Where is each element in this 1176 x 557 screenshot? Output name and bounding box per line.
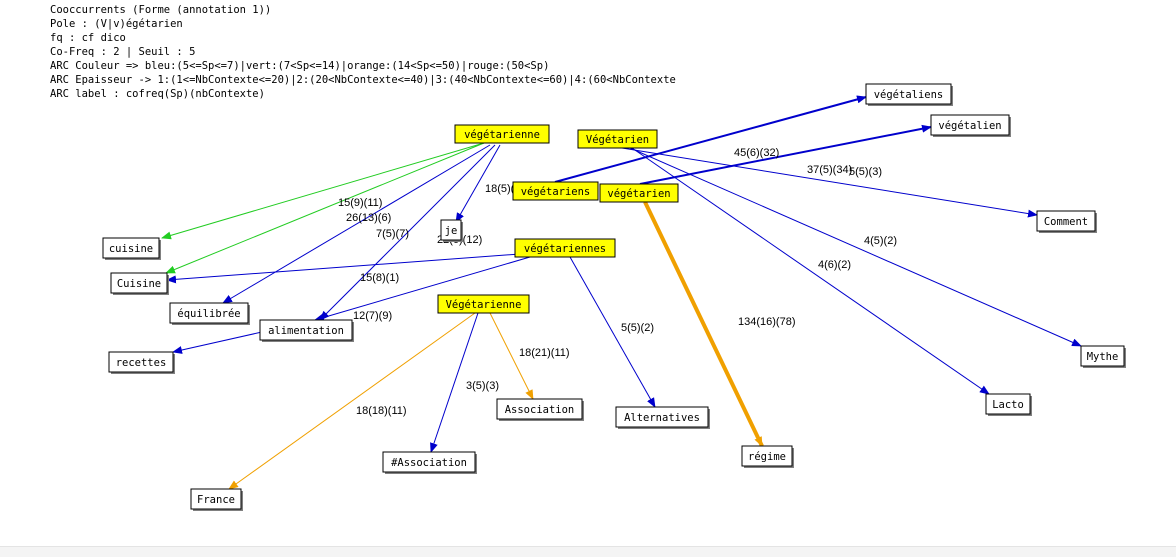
edge-label: 134(16)(78) (738, 316, 795, 328)
node-label: végétarien (607, 188, 670, 200)
edge-vegetarienne-to-cuisine (161, 142, 485, 240)
header-line: Co-Freq : 2 | Seuil : 5 (50, 46, 196, 58)
edge-vegetariennes-to-Alternatives (569, 256, 656, 408)
node-vegetariens[interactable]: végétariens (512, 181, 599, 201)
node-label: Végétarienne (446, 299, 522, 311)
edge-vegetariennes-to-Cuisine (166, 253, 521, 284)
edge-label: 45(6)(32) (734, 147, 779, 159)
node-label: alimentation (268, 325, 344, 337)
node-cuisine[interactable]: cuisine (102, 237, 161, 260)
edge-Vegetarien-to-Comment (621, 147, 1038, 218)
node-Mythe[interactable]: Mythe (1080, 345, 1126, 368)
node-vegetalien[interactable]: végétalien (930, 114, 1011, 137)
edge-Vegetarienne-to-Association (489, 312, 534, 400)
node-Association[interactable]: Association (496, 398, 584, 421)
edge-label: 4(6)(2) (818, 259, 851, 271)
node-France[interactable]: France (190, 488, 243, 511)
node-label: cuisine (109, 243, 153, 255)
edge-vegetarienne-to-equilibree (222, 144, 491, 304)
node-vegetariennes[interactable]: végétariennes (514, 238, 616, 258)
edge-vegetarienne-to-alimentation (319, 144, 496, 321)
edge-vegetarienne-to-je (455, 144, 501, 223)
node-label: Comment (1044, 216, 1088, 228)
edge-label: 26(13)(6) (346, 212, 391, 224)
node-label: recettes (116, 357, 167, 369)
node-Comment[interactable]: Comment (1036, 210, 1097, 233)
header-line: ARC label : cofreq(Sp)(nbContexte) (50, 88, 265, 100)
edge-label: 4(5)(2) (864, 235, 897, 247)
node-label: Lacto (992, 399, 1024, 411)
header-line: ARC Couleur => bleu:(5<=Sp<=7)|vert:(7<S… (50, 60, 550, 72)
edge-vegetarien-to-regime (643, 201, 764, 447)
edge-Vegetarienne-to-hashAssociation (430, 312, 479, 453)
node-label: Association (505, 404, 575, 416)
node-label: Alternatives (624, 412, 700, 424)
node-label: Mythe (1087, 351, 1119, 363)
edge-vegetarienne-to-Cuisine (165, 142, 485, 274)
edge-Vegetarien-to-Mythe (629, 147, 1082, 347)
horizontal-scrollbar[interactable] (0, 546, 1176, 557)
edge-Vegetarien-to-Lacto (631, 147, 990, 395)
node-Cuisine[interactable]: Cuisine (110, 272, 169, 295)
node-label: Végétarien (586, 134, 649, 146)
node-Lacto[interactable]: Lacto (985, 393, 1032, 416)
node-label: végétaliens (874, 89, 944, 101)
node-label: régime (748, 451, 786, 463)
info-header: Cooccurrents (Forme (annotation 1)) Pole… (50, 3, 676, 101)
node-vegetarienne[interactable]: végétarienne (454, 124, 550, 144)
node-vegetarien[interactable]: végétarien (599, 183, 679, 203)
edge-Vegetarienne-to-France (228, 312, 476, 490)
edge-label: 15(8)(1) (360, 272, 399, 284)
node-alimentation[interactable]: alimentation (259, 319, 354, 342)
header-line: Cooccurrents (Forme (annotation 1)) (50, 4, 272, 16)
node-label: végétariens (521, 186, 591, 198)
edge-alimentation-to-recettes (172, 331, 263, 354)
nodes-layer: végétarienne Végétarien végétariens végétar… (102, 83, 1126, 511)
edge-label: 3(5)(3) (466, 380, 499, 392)
edge-vegetariens-to-vegetaliens (554, 95, 867, 183)
node-Vegetarien[interactable]: Végétarien (577, 129, 658, 149)
edge-label: 5(5)(2) (621, 322, 654, 334)
edge-label: 18(21)(11) (519, 347, 570, 359)
edge-label: 12(7)(9) (353, 310, 392, 322)
node-equilibree[interactable]: équilibrée (169, 302, 250, 325)
edge-vegetarien-to-vegetalien (639, 124, 932, 185)
node-hashAssociation[interactable]: #Association (382, 451, 477, 474)
node-label: végétalien (938, 120, 1001, 132)
node-label: je (445, 225, 458, 237)
edges-layer (161, 95, 1082, 490)
edge-vegetariennes-to-alimentation (314, 256, 531, 322)
node-label: équilibrée (177, 308, 240, 320)
node-label: #Association (391, 457, 467, 469)
node-je[interactable]: je (440, 219, 463, 242)
header-line: Pole : (V|v)égétarien (50, 18, 183, 30)
edge-label: 18(18)(11) (356, 405, 407, 417)
node-Vegetarienne[interactable]: Végétarienne (437, 294, 530, 314)
edge-label: 37(5)(34) (807, 164, 852, 176)
node-label: Cuisine (117, 278, 161, 290)
header-line: fq : cf dico (50, 32, 126, 44)
node-Alternatives[interactable]: Alternatives (615, 406, 710, 429)
node-label: France (197, 494, 235, 506)
node-label: végétarienne (464, 129, 540, 141)
node-recettes[interactable]: recettes (108, 351, 175, 374)
header-line: ARC Epaisseur -> 1:(1<=NbContexte<=20)|2… (50, 74, 676, 86)
edge-label: 7(5)(7) (376, 228, 409, 240)
edge-label: 5(5)(3) (849, 166, 882, 178)
edge-label: 15(9)(11) (338, 197, 382, 209)
node-label: végétariennes (524, 243, 606, 255)
node-regime[interactable]: régime (741, 445, 794, 468)
node-vegetaliens[interactable]: végétaliens (865, 83, 953, 106)
